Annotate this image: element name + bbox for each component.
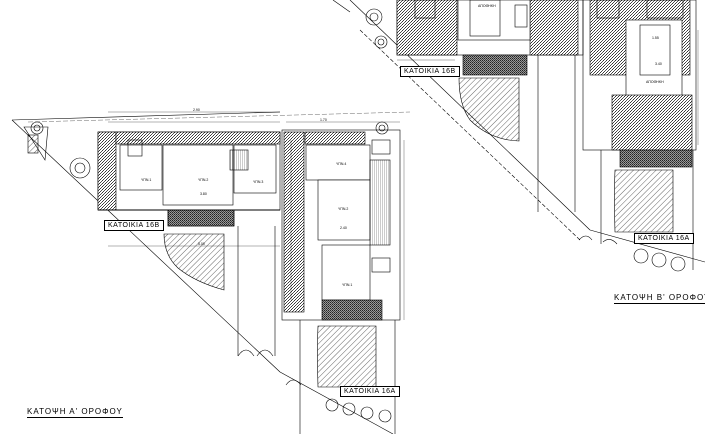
dimension-label: 2.40 (340, 226, 347, 230)
room-label: ΑΠΟΘΗΚΗ (478, 4, 496, 8)
dimension-label: 3.80 (200, 192, 207, 196)
dimension-label: 2.90 (193, 108, 200, 112)
dimension-label: 1.55 (652, 36, 659, 40)
dimension-label: 3.40 (655, 62, 662, 66)
unit-label-16b-first: ΚΑΤΟΙΚΙΑ 16Β (104, 220, 164, 231)
first-floor-plan (11, 111, 411, 434)
room-label: ΥΠΝ.4 (336, 162, 347, 166)
room-label: ΥΠΝ.3 (253, 180, 264, 184)
second-floor-title: ΚΑΤΟΨΗ Β' ΟΡΟΦΟΥ (614, 293, 705, 304)
first-floor-title: ΚΑΤΟΨΗ Α' ΟΡΟΦΟΥ (27, 407, 123, 418)
unit-label-16b-second: ΚΑΤΟΙΚΙΑ 16Β (400, 66, 460, 77)
room-label: ΥΠΝ.2 (338, 207, 349, 211)
room-label: ΥΠΝ.1 (141, 178, 152, 182)
unit-label-16a-first: ΚΑΤΟΙΚΙΑ 16Α (340, 386, 400, 397)
dimension-label: 1.70 (320, 118, 327, 122)
room-label: ΥΠΝ.1 (342, 283, 353, 287)
room-label: ΑΠΟΘΗΚΗ (646, 80, 664, 84)
unit-label-16a-second: ΚΑΤΟΙΚΙΑ 16Α (634, 233, 694, 244)
room-label: ΥΠΝ.2 (198, 178, 209, 182)
dimension-label: 5.00 (198, 242, 205, 246)
second-floor-plan (332, 0, 705, 272)
